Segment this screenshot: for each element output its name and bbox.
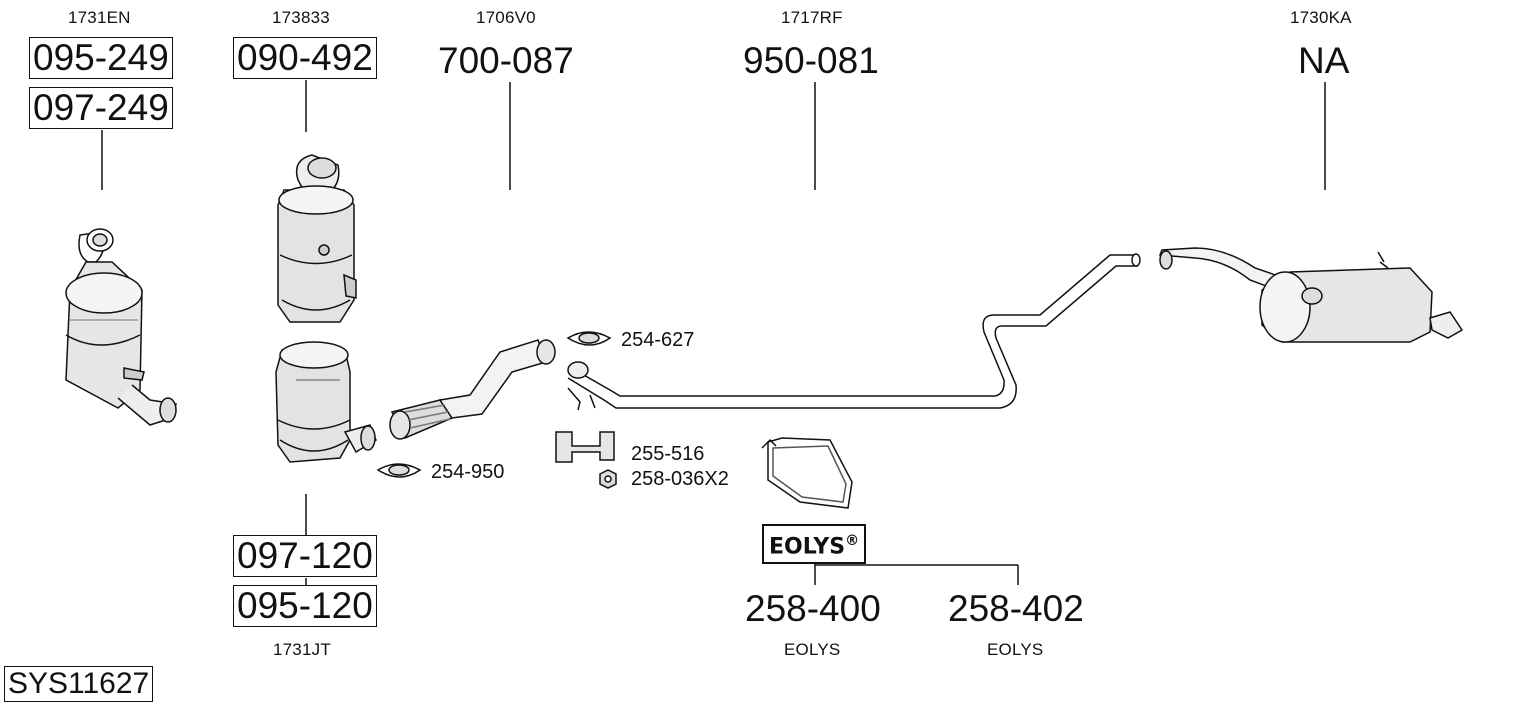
part-code-950-081[interactable]: 950-081 <box>743 40 879 81</box>
part-code-258-402[interactable]: 258-402 <box>948 588 1084 629</box>
middle-pipe-950-081-drawing <box>567 253 1141 411</box>
ref-label-1731en: 1731EN <box>68 8 131 27</box>
flex-pipe-700-087-drawing <box>389 339 556 440</box>
part-code-095-120[interactable]: 095-120 <box>233 585 377 627</box>
rear-silencer-1730ka-drawing <box>1158 247 1464 343</box>
nut-258-036x2-drawing <box>599 469 617 489</box>
ref-label-1731jt: 1731JT <box>273 640 331 659</box>
eolys-bag-drawing <box>761 437 853 509</box>
clamp-254-950-drawing <box>376 463 422 478</box>
part-code-097-249[interactable]: 097-249 <box>29 87 173 129</box>
ref-label-1730ka: 1730KA <box>1290 8 1352 27</box>
eolys-logo-text: EOLYS <box>769 534 846 560</box>
ref-label-1717rf: 1717RF <box>781 8 843 27</box>
eolys-logo: EOLYS® <box>762 524 867 565</box>
part-code-090-492[interactable]: 090-492 <box>233 37 377 79</box>
part-code-097-120[interactable]: 097-120 <box>233 535 377 577</box>
fitting-label-255-516[interactable]: 255-516 <box>631 443 705 465</box>
clamp-254-627-drawing <box>566 331 612 346</box>
hanger-255-516-drawing <box>555 431 615 463</box>
eolys-label-258-402: EOLYS <box>987 640 1044 659</box>
eolys-logo-reg: ® <box>845 533 860 549</box>
part-code-095-249[interactable]: 095-249 <box>29 37 173 79</box>
ref-label-1706v0: 1706V0 <box>476 8 536 27</box>
fitting-label-258-036x2[interactable]: 258-036X2 <box>631 468 729 490</box>
part-code-na[interactable]: NA <box>1298 40 1350 81</box>
eolys-label-258-400: EOLYS <box>784 640 841 659</box>
dpf-1731jt-drawing <box>275 341 377 463</box>
part-code-258-400[interactable]: 258-400 <box>745 588 881 629</box>
fitting-label-254-627[interactable]: 254-627 <box>621 329 695 351</box>
part-code-700-087[interactable]: 700-087 <box>438 40 574 81</box>
ref-label-173833: 173833 <box>272 8 330 27</box>
catalyst-1731en-drawing <box>65 228 177 426</box>
fitting-label-254-950[interactable]: 254-950 <box>431 461 505 483</box>
system-id: SYS11627 <box>4 666 154 702</box>
dpf-173833-drawing <box>277 154 357 323</box>
